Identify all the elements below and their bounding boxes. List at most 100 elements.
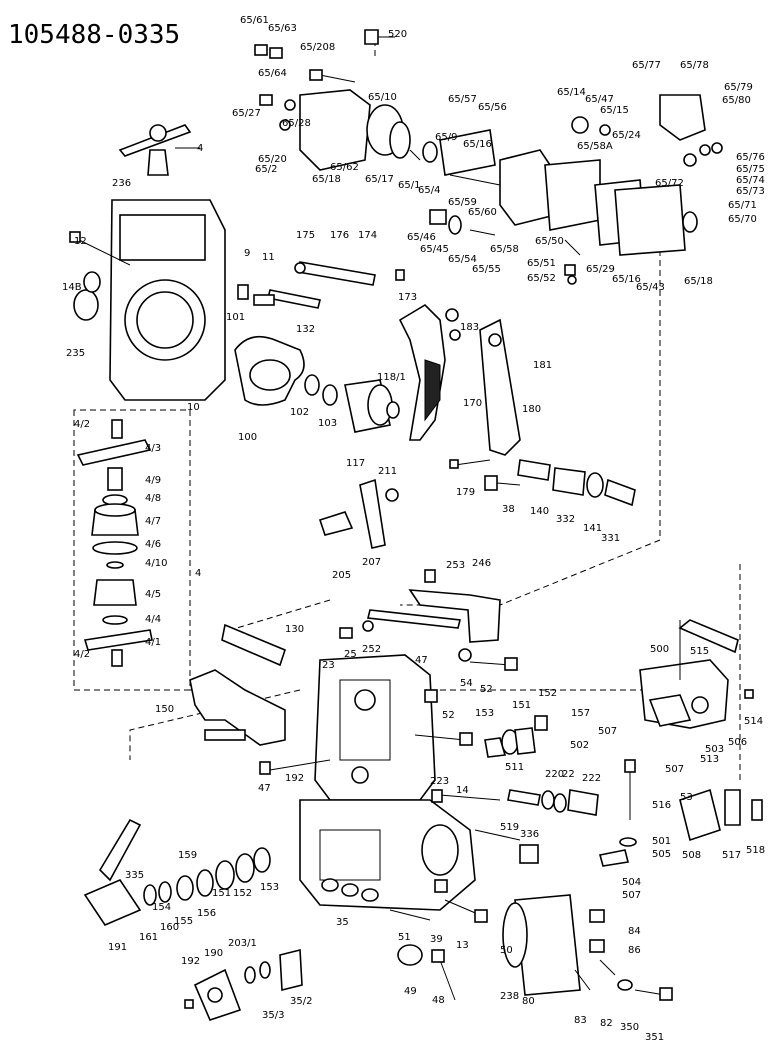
callout-label: 4/7 [145,516,161,527]
callout-label: 65/29 [586,264,615,275]
callout-label: 192 [181,956,200,967]
callout-label: 65/18 [684,276,713,287]
callout-label: 100 [238,432,257,443]
callout-label: 83 [574,1015,587,1026]
callout-label: 514 [744,716,763,727]
callout-label: 65/61 [240,15,269,26]
callout-label: 246 [472,558,491,569]
callout-label: 65/80 [722,95,751,106]
callout-label: 4/2 [74,419,90,430]
callout-label: 65/58 [490,244,519,255]
callout-label: 511 [505,762,524,773]
callout-label: 4/6 [145,539,161,550]
callout-label: 52 [442,710,455,721]
callout-label: 505 [652,849,671,860]
callout-label: 65/55 [472,264,501,275]
callout-label: 170 [463,398,482,409]
callout-label: 181 [533,360,552,371]
callout-label: 4/8 [145,493,161,504]
callout-label: 65/51 [527,258,556,269]
callout-label: 508 [682,850,701,861]
callout-label: 54 [460,678,473,689]
callout-label: 65/78 [680,60,709,71]
callout-label: 152 [538,688,557,699]
callout-label: 118/1 [377,372,406,383]
callout-label: 65/54 [448,254,477,265]
callout-label: 52 [480,684,493,695]
callout-label: 65/70 [728,214,757,225]
callout-label: 65/71 [728,200,757,211]
callout-label: 4/1 [145,637,161,648]
callout-label: 65/59 [448,197,477,208]
callout-label: 35/2 [290,996,312,1007]
callout-label: 153 [475,708,494,719]
callout-label: 156 [197,908,216,919]
callout-label: 82 [600,1018,613,1029]
callout-label: 159 [178,850,197,861]
callout-label: 203/1 [228,938,257,949]
callout-label: 501 [652,836,671,847]
callout-label: 101 [226,312,245,323]
callout-label: 65/43 [636,282,665,293]
callout-label: 65/24 [612,130,641,141]
callout-label: 65/73 [736,186,765,197]
callout-label: 11 [262,252,275,263]
callout-label: 130 [285,624,304,635]
callout-label: 12 [74,236,87,247]
callout-label: 35 [336,917,349,928]
callout-label: 519 [500,822,519,833]
callout-label: 161 [139,932,158,943]
callout-label: 65/208 [300,42,335,53]
callout-label: 507 [598,726,617,737]
callout-label: 151 [212,888,231,899]
callout-label: 150 [155,704,174,715]
callout-label: 65/75 [736,164,765,175]
callout-label: 157 [571,708,590,719]
callout-label: 515 [690,646,709,657]
callout-label: 47 [415,655,428,666]
callout-label: 65/9 [435,132,457,143]
callout-label: 80 [522,996,535,1007]
callout-label: 117 [346,458,365,469]
callout-label: 222 [582,773,601,784]
callout-label: 65/16 [463,139,492,150]
callout-label: 174 [358,230,377,241]
callout-label: 65/62 [330,162,359,173]
callout-label: 65/64 [258,68,287,79]
callout-label: 332 [556,514,575,525]
callout-label: 65/77 [632,60,661,71]
callout-label: 65/58A [577,141,613,152]
callout-label: 102 [290,407,309,418]
callout-label: 38 [502,504,515,515]
callout-label: 65/1 [398,180,420,191]
callout-label: 84 [628,926,641,937]
callout-label: 103 [318,418,337,429]
callout-label: 49 [404,986,417,997]
callout-label: 160 [160,922,179,933]
callout-label: 207 [362,557,381,568]
callout-label: 65/28 [282,118,311,129]
callout-label: 141 [583,523,602,534]
callout-label: 65/10 [368,92,397,103]
callout-label: 86 [628,945,641,956]
callout-label: 65/72 [655,178,684,189]
callout-label: 65/76 [736,152,765,163]
callout-label: 152 [233,888,252,899]
callout-label: 191 [108,942,127,953]
callout-label: 179 [456,487,475,498]
callout-label: 65/47 [585,94,614,105]
callout-label: 4 [197,143,203,154]
callout-label: 65/56 [478,102,507,113]
callout-label: 39 [430,934,443,945]
callout-label: 65/46 [407,232,436,243]
callout-label: 176 [330,230,349,241]
callout-label: 500 [650,644,669,655]
callout-label: 513 [700,754,719,765]
callout-label: 4/2 [74,649,90,660]
callout-label: 50 [500,945,513,956]
callout-label: 51 [398,932,411,943]
callout-label: 4/3 [145,443,161,454]
callout-label: 351 [645,1032,664,1043]
